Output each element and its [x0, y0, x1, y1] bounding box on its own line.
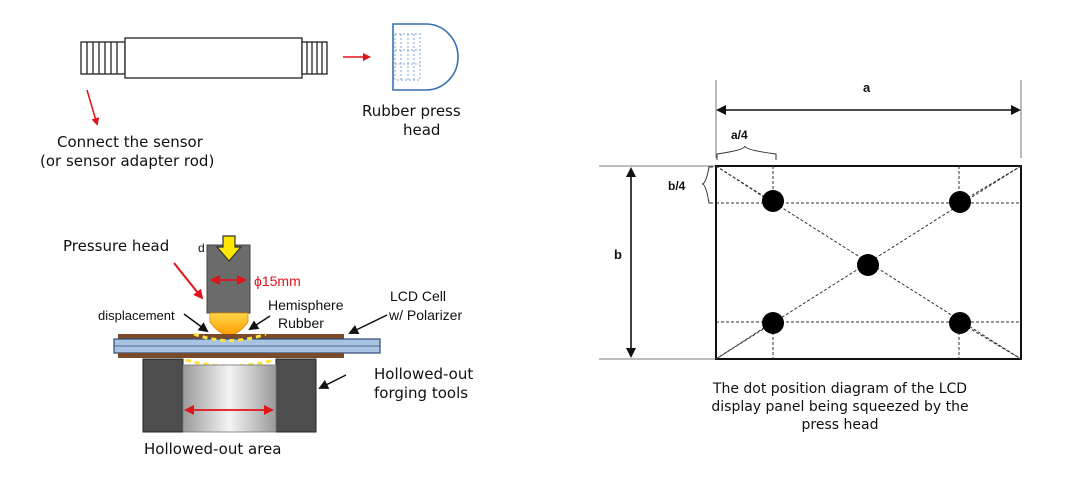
- forging-tool-left: [142, 358, 184, 433]
- press-dot-top-left: [762, 190, 784, 212]
- displacement-pointer-icon: [183, 313, 209, 333]
- lcd-cell-label-2: w/ Polarizer: [388, 307, 462, 323]
- forging-label-1: Hollowed-out: [374, 365, 473, 383]
- lcd-bottom-polarizer: [118, 353, 344, 358]
- a4-bracket: [716, 145, 777, 160]
- rubber-press-label-1: Rubber press: [362, 102, 461, 120]
- hemisphere-pointer-icon: [248, 315, 271, 331]
- rubber-press-label-2: head: [403, 121, 440, 139]
- press-dot-bottom-left: [762, 312, 784, 334]
- caption-line-1: The dot position diagram of the LCD: [712, 381, 967, 397]
- deformation-top: [193, 332, 267, 342]
- d-mark: d: [198, 241, 205, 255]
- diameter-label: ϕ15mm: [254, 273, 301, 289]
- pressure-head-label: Pressure head: [63, 237, 169, 255]
- hemisphere-label-2: Rubber: [278, 315, 324, 331]
- label-b4: b/4: [668, 179, 686, 193]
- caption-line-2: display panel being squeezed by the: [711, 399, 968, 415]
- b4-bracket: [701, 166, 713, 204]
- forging-label-2: forging tools: [374, 384, 468, 402]
- sensor-rod: [80, 37, 328, 79]
- lcd-cell-label-1: LCD Cell: [390, 288, 446, 304]
- lcd-top-polarizer: [118, 334, 344, 339]
- lcd-cell-pointer-icon: [348, 314, 388, 334]
- connect-sensor-arrow-icon: [86, 89, 100, 126]
- press-dot-top-right: [949, 191, 971, 213]
- connect-sensor-label-1: Connect the sensor: [57, 133, 204, 151]
- connect-sensor-label-2: (or sensor adapter rod): [40, 152, 214, 170]
- yellow-push-arrow-icon: [215, 235, 243, 262]
- label-b: b: [614, 247, 622, 262]
- hemisphere-label-1: Hemisphere: [268, 297, 344, 313]
- rubber-press-head: [392, 23, 459, 91]
- label-a4: a/4: [731, 128, 748, 142]
- label-a: a: [863, 80, 871, 95]
- hollowed-area-label: Hollowed-out area: [144, 440, 281, 458]
- press-dot-center: [857, 254, 879, 276]
- forging-pointer-icon: [318, 374, 347, 389]
- displacement-label: displacement: [98, 308, 175, 323]
- caption-line-3: press head: [802, 417, 879, 433]
- hemisphere-rubber: [209, 312, 249, 336]
- hollowed-area: [182, 364, 277, 433]
- press-dot-bottom-right: [949, 312, 971, 334]
- pressure-head-pointer-icon: [173, 262, 204, 300]
- forging-tool-right: [275, 358, 317, 433]
